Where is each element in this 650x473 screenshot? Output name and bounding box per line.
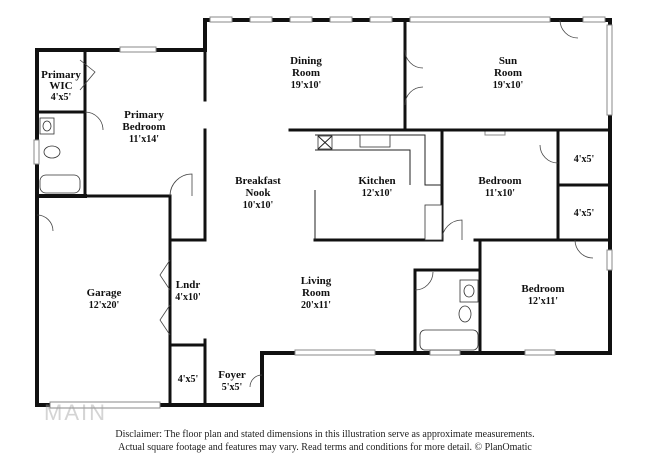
- garage-door: [49, 401, 161, 409]
- svg-text:12'x11': 12'x11': [528, 296, 558, 307]
- svg-text:10'x10': 10'x10': [243, 200, 274, 211]
- svg-text:Living: Living: [301, 275, 332, 287]
- svg-text:Sun: Sun: [499, 55, 517, 67]
- svg-text:Room: Room: [494, 67, 522, 79]
- svg-text:11'x10': 11'x10': [485, 188, 515, 199]
- disclaimer: Disclaimer: The floor plan and stated di…: [0, 428, 650, 454]
- svg-text:19'x10': 19'x10': [493, 80, 524, 91]
- windows: [33, 16, 613, 356]
- svg-text:4'x5': 4'x5': [51, 92, 72, 103]
- svg-text:Garage: Garage: [87, 287, 122, 299]
- svg-text:12'x10': 12'x10': [362, 188, 393, 199]
- room-bedroom-1: Bedroom 11'x10': [478, 175, 521, 199]
- svg-text:Primary: Primary: [41, 69, 81, 81]
- svg-text:Bedroom: Bedroom: [122, 121, 165, 133]
- room-primary-wic: Primary WIC 4'x5': [41, 69, 81, 103]
- room-sun: Sun Room 19'x10': [493, 55, 524, 91]
- svg-text:Primary: Primary: [124, 109, 164, 121]
- svg-text:4'x10': 4'x10': [175, 292, 201, 303]
- svg-text:5'x5': 5'x5': [222, 382, 243, 393]
- svg-text:20'x11': 20'x11': [301, 300, 331, 311]
- kitchen-counter: [314, 134, 443, 241]
- room-closet-3: 4'x5': [178, 374, 199, 385]
- exterior-walls: [35, 18, 612, 407]
- room-foyer: Foyer 5'x5': [218, 369, 246, 393]
- room-bedroom-2: Bedroom 12'x11': [521, 283, 564, 307]
- svg-text:Foyer: Foyer: [218, 369, 246, 381]
- svg-text:Bedroom: Bedroom: [521, 283, 564, 295]
- svg-text:Room: Room: [292, 67, 320, 79]
- room-laundry: Lndr 4'x10': [175, 279, 201, 303]
- room-closet-2: 4'x5': [574, 208, 595, 219]
- svg-text:19'x10': 19'x10': [291, 80, 322, 91]
- room-living: Living Room 20'x11': [301, 275, 332, 311]
- bath-fixtures: [39, 117, 479, 351]
- room-breakfast-nook: Breakfast Nook 10'x10': [235, 175, 281, 211]
- room-primary-bedroom: Primary Bedroom 11'x14': [122, 109, 165, 145]
- svg-text:Nook: Nook: [245, 187, 271, 199]
- svg-text:Breakfast: Breakfast: [235, 175, 281, 187]
- svg-text:Bedroom: Bedroom: [478, 175, 521, 187]
- svg-text:Room: Room: [302, 287, 330, 299]
- doors: [36, 19, 594, 388]
- disclaimer-line-1: Disclaimer: The floor plan and stated di…: [115, 429, 535, 440]
- watermark: MAIN: [44, 400, 107, 425]
- room-dining: Dining Room 19'x10': [290, 55, 322, 91]
- interior-walls: [35, 18, 612, 407]
- svg-text:Dining: Dining: [290, 55, 322, 67]
- room-kitchen: Kitchen 12'x10': [358, 175, 395, 199]
- svg-text:12'x20': 12'x20': [89, 300, 120, 311]
- svg-text:Lndr: Lndr: [176, 279, 201, 291]
- room-garage: Garage 12'x20': [87, 287, 122, 311]
- svg-text:11'x14': 11'x14': [129, 134, 159, 145]
- svg-text:WIC: WIC: [49, 80, 72, 92]
- room-closet-1: 4'x5': [574, 154, 595, 165]
- disclaimer-line-2: Actual square footage and features may v…: [118, 442, 532, 453]
- svg-text:Kitchen: Kitchen: [358, 175, 395, 187]
